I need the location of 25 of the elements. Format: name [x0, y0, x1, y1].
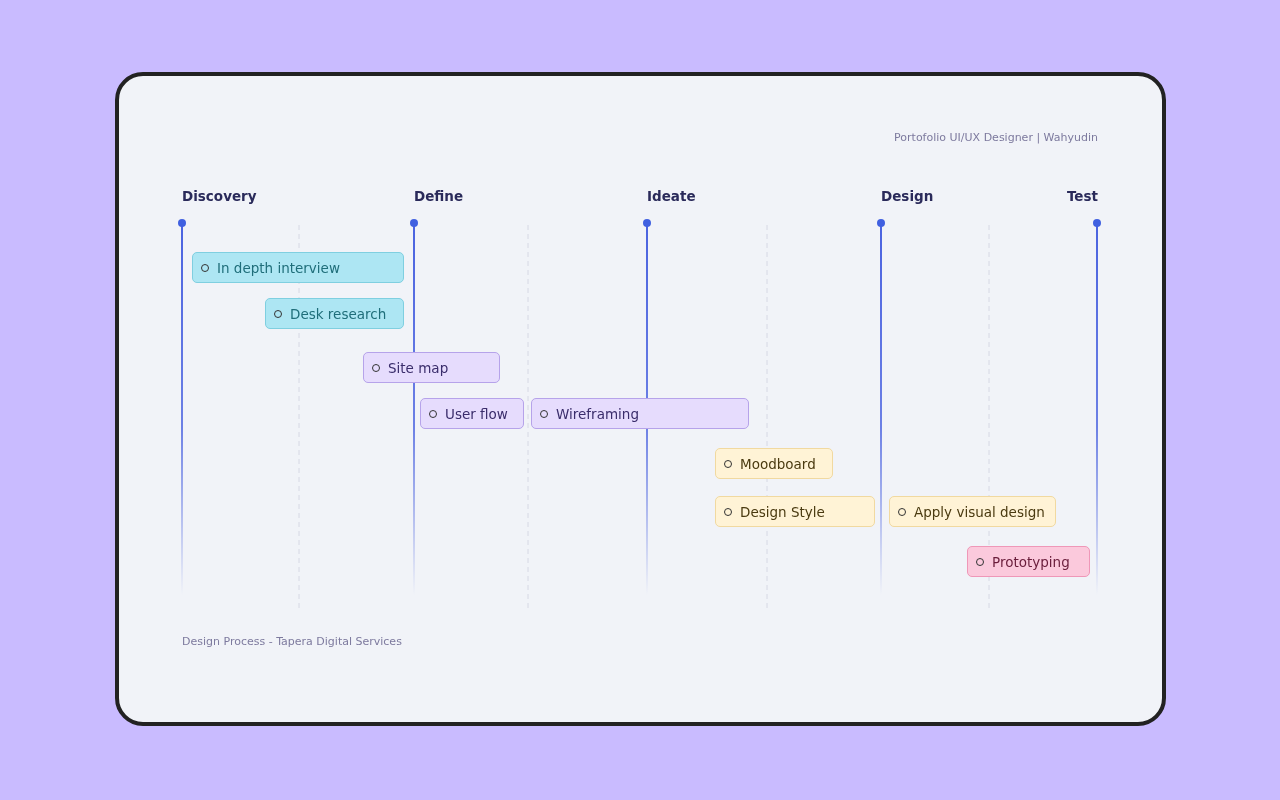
- task-bar: [715, 496, 875, 527]
- phase-heading: Design: [881, 188, 934, 204]
- task-label: Site map: [388, 359, 450, 376]
- task-bar: [889, 496, 1056, 527]
- phase-heading: Define: [414, 188, 464, 204]
- task-label: Wireframing: [556, 405, 640, 422]
- task-bar: [420, 398, 524, 429]
- task-label: Desk research: [290, 305, 388, 322]
- task-bar: [967, 546, 1090, 577]
- phase-heading: Test: [1066, 188, 1098, 204]
- task-label: Apply visual design: [914, 503, 1046, 520]
- phase-heading: Ideate: [647, 188, 696, 204]
- phase-heading: Discovery: [182, 188, 257, 204]
- header-text: Portofolio UI/UX Designer | Wahyudin: [894, 131, 1098, 144]
- task-bar: [192, 252, 404, 283]
- task-bar: [531, 398, 749, 429]
- task-bar: [363, 352, 500, 383]
- task-label: Prototyping: [992, 553, 1071, 570]
- task-bar: [265, 298, 404, 329]
- task-label: In depth interview: [217, 259, 341, 276]
- task-label: User flow: [445, 405, 509, 422]
- task-label: Design Style: [740, 503, 826, 520]
- task-bar: [715, 448, 833, 479]
- caption: Design Process - Tapera Digital Services: [182, 635, 402, 648]
- task-label: Moodboard: [740, 455, 817, 472]
